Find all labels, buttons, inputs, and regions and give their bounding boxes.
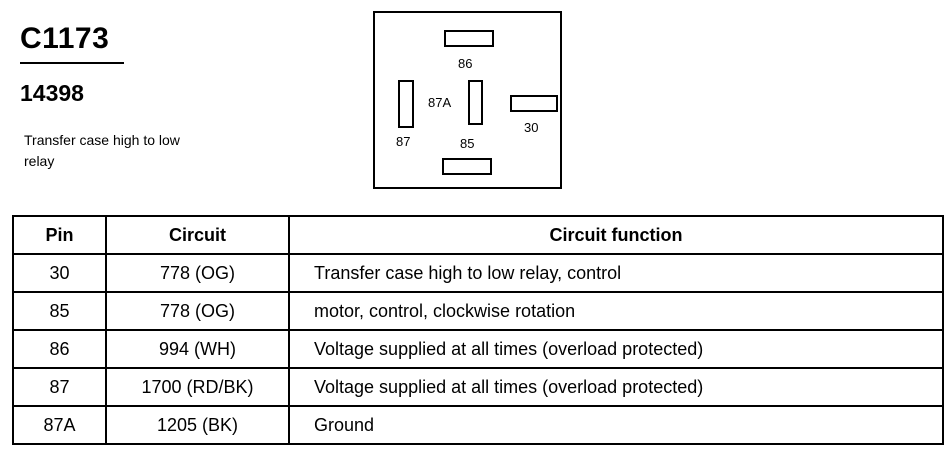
header-circuit: Circuit <box>105 215 290 255</box>
table-row: 87 1700 (RD/BK) Voltage supplied at all … <box>12 367 944 407</box>
connector-id: C1173 <box>20 22 110 55</box>
cell-function: Voltage supplied at all times (overload … <box>288 367 944 407</box>
cell-function: Voltage supplied at all times (overload … <box>288 329 944 369</box>
pin-label-87: 87 <box>396 134 411 149</box>
pin-label-30: 30 <box>524 120 539 135</box>
terminal-85 <box>442 158 492 175</box>
pin-label-87a: 87A <box>428 95 452 110</box>
cell-circuit: 778 (OG) <box>105 291 290 331</box>
terminal-86 <box>444 30 494 47</box>
title-underline <box>20 62 124 64</box>
terminal-87a <box>468 80 483 125</box>
part-number: 14398 <box>20 80 84 106</box>
table-row: 85 778 (OG) motor, control, clockwise ro… <box>12 291 944 331</box>
cell-pin: 86 <box>12 329 107 369</box>
table-row: 87A 1205 (BK) Ground <box>12 405 944 445</box>
table-row: 86 994 (WH) Voltage supplied at all time… <box>12 329 944 369</box>
cell-pin: 30 <box>12 253 107 293</box>
cell-pin: 87 <box>12 367 107 407</box>
cell-circuit: 994 (WH) <box>105 329 290 369</box>
table-header-row: Pin Circuit Circuit function <box>12 215 944 255</box>
terminal-87 <box>398 80 414 128</box>
cell-function: Transfer case high to low relay, control <box>288 253 944 293</box>
cell-pin: 85 <box>12 291 107 331</box>
cell-function: motor, control, clockwise rotation <box>288 291 944 331</box>
cell-pin: 87A <box>12 405 107 445</box>
pin-table: Pin Circuit Circuit function 30 778 (OG)… <box>12 215 944 445</box>
pin-label-86: 86 <box>458 56 473 71</box>
cell-function: Ground <box>288 405 944 445</box>
header-pin: Pin <box>12 215 107 255</box>
table-row: 30 778 (OG) Transfer case high to low re… <box>12 253 944 293</box>
cell-circuit: 1205 (BK) <box>105 405 290 445</box>
cell-circuit: 778 (OG) <box>105 253 290 293</box>
terminal-30 <box>510 95 558 112</box>
cell-circuit: 1700 (RD/BK) <box>105 367 290 407</box>
pin-label-85: 85 <box>460 136 475 151</box>
relay-diagram: 86 87 87A 30 85 <box>373 11 562 189</box>
connector-description: Transfer case high to low relay <box>24 132 180 169</box>
header-function: Circuit function <box>288 215 944 255</box>
